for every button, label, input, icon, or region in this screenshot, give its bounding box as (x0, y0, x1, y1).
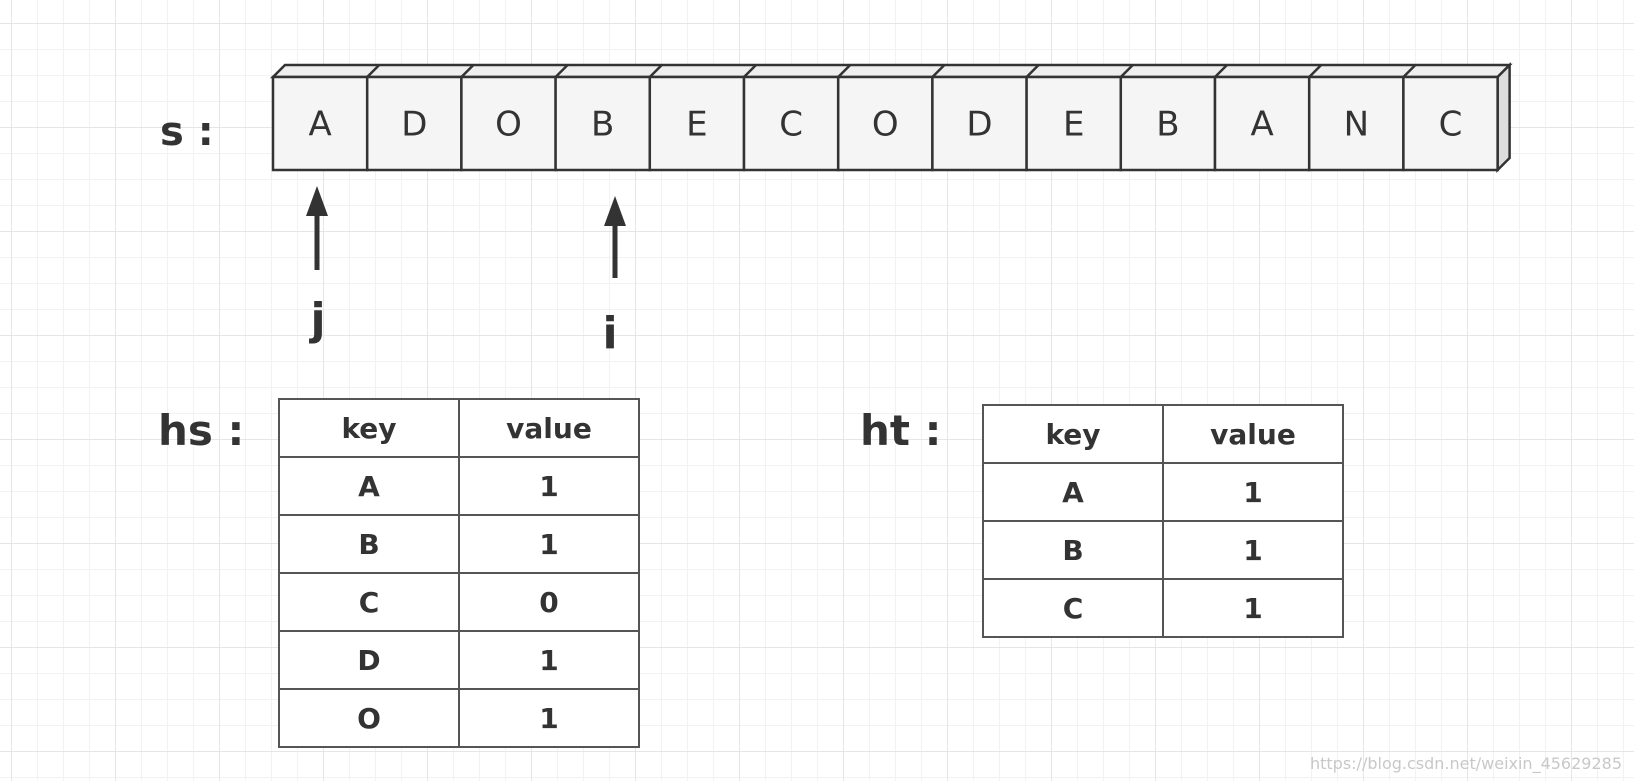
ht-row-key: B (982, 520, 1164, 580)
hs-table: key value A 1 B 1 C 0 D 1 O 1 (278, 398, 640, 748)
array-cell-edge (460, 64, 475, 78)
ht-table: key value A 1 B 1 C 1 (982, 404, 1344, 638)
array-char: O (495, 105, 522, 145)
array-cell-edge (1308, 64, 1323, 78)
array-cell-edge (837, 64, 852, 78)
ht-row-value: 1 (1162, 578, 1344, 638)
array-char: C (779, 105, 803, 145)
hs-row: D 1 (278, 630, 640, 690)
array-cell (1402, 75, 1499, 172)
array-char: A (1250, 105, 1273, 145)
array-cell (1213, 75, 1311, 172)
hs-row-key: O (278, 688, 460, 748)
s-label: s : (160, 109, 214, 155)
ht-row: C 1 (982, 578, 1344, 638)
array-char: O (872, 105, 899, 145)
ht-row: A 1 (982, 462, 1344, 522)
array-cell (365, 75, 463, 172)
array-cell-edge (931, 64, 946, 78)
ht-row: B 1 (982, 520, 1344, 580)
array-char: B (1156, 105, 1179, 145)
hs-row-value: 1 (458, 630, 640, 690)
ht-row-value: 1 (1162, 520, 1344, 580)
hs-row-key: C (278, 572, 460, 632)
array-cell-edge (1025, 64, 1040, 78)
array-char: N (1344, 105, 1369, 145)
array-char: E (1063, 105, 1084, 145)
watermark: https://blog.csdn.net/weixin_45629285 (1309, 754, 1622, 773)
array-cell (836, 75, 934, 172)
array-cell (554, 75, 652, 172)
hs-row-value: 1 (458, 688, 640, 748)
pointer-i-arrow (604, 196, 626, 278)
hs-row-key: A (278, 456, 460, 516)
array-char: D (966, 105, 992, 145)
array-char: B (591, 105, 614, 145)
array-cell-edge (1119, 64, 1134, 78)
array-char: A (308, 105, 331, 145)
array-cell (1307, 75, 1405, 172)
array-char: E (686, 105, 707, 145)
array-cell-edge (1402, 64, 1417, 78)
ht-header-key: key (982, 404, 1164, 464)
hs-row-value: 1 (458, 514, 640, 574)
pointer-j-arrow (306, 186, 328, 270)
hs-row-key: B (278, 514, 460, 574)
array-cell-edge (648, 64, 663, 78)
hs-label: hs : (158, 406, 245, 455)
array-cell-edge (554, 64, 569, 78)
pointer-i-label: i (602, 308, 618, 359)
hs-header-key: key (278, 398, 460, 458)
hs-row: O 1 (278, 688, 640, 748)
array-cell (271, 75, 369, 172)
array-cell-edge (743, 64, 757, 78)
hs-header-value: value (458, 398, 640, 458)
hs-row: C 0 (278, 572, 640, 632)
array-cell (1025, 75, 1123, 172)
ht-header-value: value (1162, 404, 1344, 464)
ht-row-value: 1 (1162, 462, 1344, 522)
hs-row-value: 1 (458, 456, 640, 516)
array-cell (742, 75, 840, 172)
array-char: C (1439, 105, 1463, 145)
array-cell (931, 75, 1028, 172)
array-cell (648, 75, 746, 172)
ht-label: ht : (860, 406, 942, 455)
hs-row: B 1 (278, 514, 640, 574)
hs-row: A 1 (278, 456, 640, 516)
array-cell-edge (366, 64, 381, 78)
array-cell-edge (1214, 64, 1228, 78)
hs-header-row: key value (278, 398, 640, 458)
array-char: D (401, 105, 427, 145)
hs-row-value: 0 (458, 572, 640, 632)
pointer-j-label: j (310, 294, 326, 345)
hs-row-key: D (278, 630, 460, 690)
ht-row-key: A (982, 462, 1164, 522)
ht-header-row: key value (982, 404, 1344, 464)
ht-row-key: C (982, 578, 1164, 638)
